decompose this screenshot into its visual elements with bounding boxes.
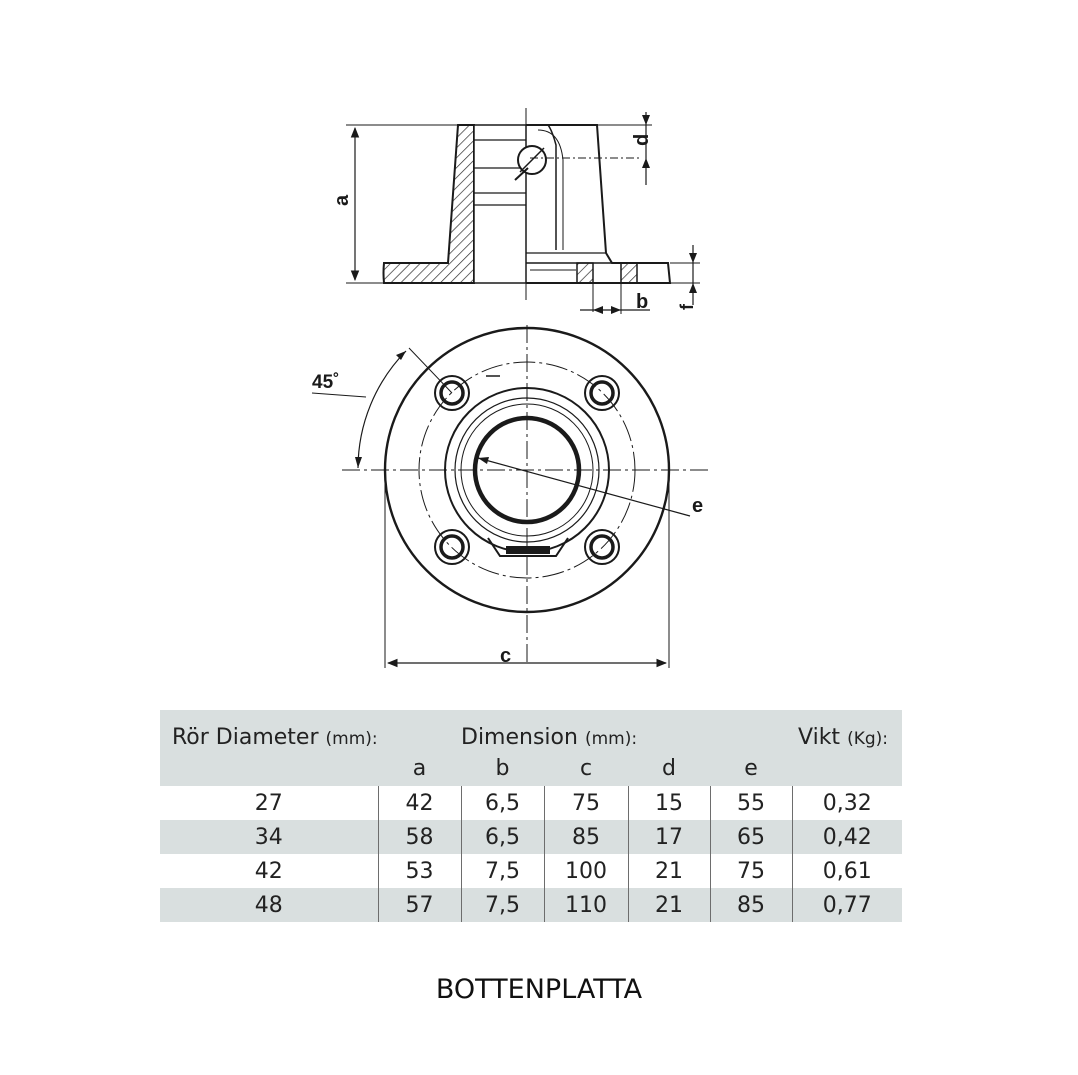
table-cell: 7,5 xyxy=(460,888,544,922)
column-header: e xyxy=(710,750,793,786)
table-cell: 42 xyxy=(377,786,461,820)
table-cell: 6,5 xyxy=(460,820,544,854)
bolt-hole-bottom-right xyxy=(584,529,620,565)
table-cell: 57 xyxy=(377,888,461,922)
product-caption: BOTTENPLATTA xyxy=(435,974,643,1005)
dim-line-e xyxy=(477,457,691,517)
dim-label-e: e xyxy=(692,495,703,517)
table-cell: 21 xyxy=(627,888,711,922)
table-cell: 55 xyxy=(709,786,793,820)
dim-label-a: a xyxy=(331,194,353,206)
header-dimension: Dimension (mm): xyxy=(461,710,711,750)
angle-arc-45 xyxy=(357,350,407,469)
table-cell: 34 xyxy=(160,820,378,854)
table-cell: 0,42 xyxy=(791,820,903,854)
table-cell: 58 xyxy=(377,820,461,854)
pipe-bore xyxy=(473,124,527,284)
bolt-hole-top-left xyxy=(434,375,470,411)
side-section-view: a d b f xyxy=(331,108,700,314)
table-cell: 0,32 xyxy=(791,786,903,820)
table-cell: 17 xyxy=(627,820,711,854)
column-header: a xyxy=(378,750,461,786)
bolt-circle xyxy=(418,361,636,579)
bolt-hole-bottom-left xyxy=(434,529,470,565)
angle-label-45: 45˚ xyxy=(312,372,339,393)
table-cell: 21 xyxy=(627,854,711,888)
dimension-table: Rör Diameter (mm): Dimension (mm): Vikt … xyxy=(160,710,903,922)
table-cell: 42 xyxy=(254,858,283,884)
table-row: 42 53 7,5 100 21 75 0,61 xyxy=(160,854,903,888)
table-row: 27 42 6,5 75 15 55 0,32 xyxy=(160,786,903,820)
header-ror-diameter: Rör Diameter (mm): xyxy=(160,710,378,750)
table-header-row-2: a b c d e xyxy=(160,750,903,786)
header-vikt: Vikt (Kg): xyxy=(792,710,903,750)
top-plan-view: e c 45˚ xyxy=(311,325,712,668)
column-header: d xyxy=(628,750,711,786)
table-cell: 27 xyxy=(254,790,283,816)
table-cell: 15 xyxy=(627,786,711,820)
dim-label-c: c xyxy=(500,645,511,667)
table-cell: 85 xyxy=(709,888,793,922)
table-cell: 85 xyxy=(543,820,628,854)
column-header: b xyxy=(461,750,544,786)
table-cell: 53 xyxy=(377,854,461,888)
table-cell: 75 xyxy=(709,854,793,888)
dim-label-b: b xyxy=(636,291,648,313)
table-cell: 110 xyxy=(543,888,628,922)
table-cell: 0,61 xyxy=(791,854,903,888)
pipe-bore-ring xyxy=(472,415,582,525)
dim-label-d: d xyxy=(631,134,653,146)
table-row: 34 58 6,5 85 17 65 0,42 xyxy=(160,820,903,854)
bolt-hole-top-right xyxy=(584,375,620,411)
technical-drawing: a d b f xyxy=(311,108,712,668)
table-header-row-1: Rör Diameter (mm): Dimension (mm): Vikt … xyxy=(160,710,903,750)
flange-hole-section xyxy=(576,262,594,284)
side-exterior-outline xyxy=(526,124,672,284)
side-section-hatch xyxy=(382,124,475,284)
table-cell: 48 xyxy=(160,888,378,922)
dim-label-f: f xyxy=(677,303,697,310)
table-cell: 75 xyxy=(543,786,628,820)
table-cell: 7,5 xyxy=(460,854,544,888)
table-cell: 100 xyxy=(543,854,628,888)
table-cell: 0,77 xyxy=(791,888,903,922)
column-header: c xyxy=(544,750,628,786)
table-cell: 6,5 xyxy=(460,786,544,820)
table-row: 48 57 7,5 110 21 85 0,77 xyxy=(160,888,903,922)
table-cell: 65 xyxy=(709,820,793,854)
